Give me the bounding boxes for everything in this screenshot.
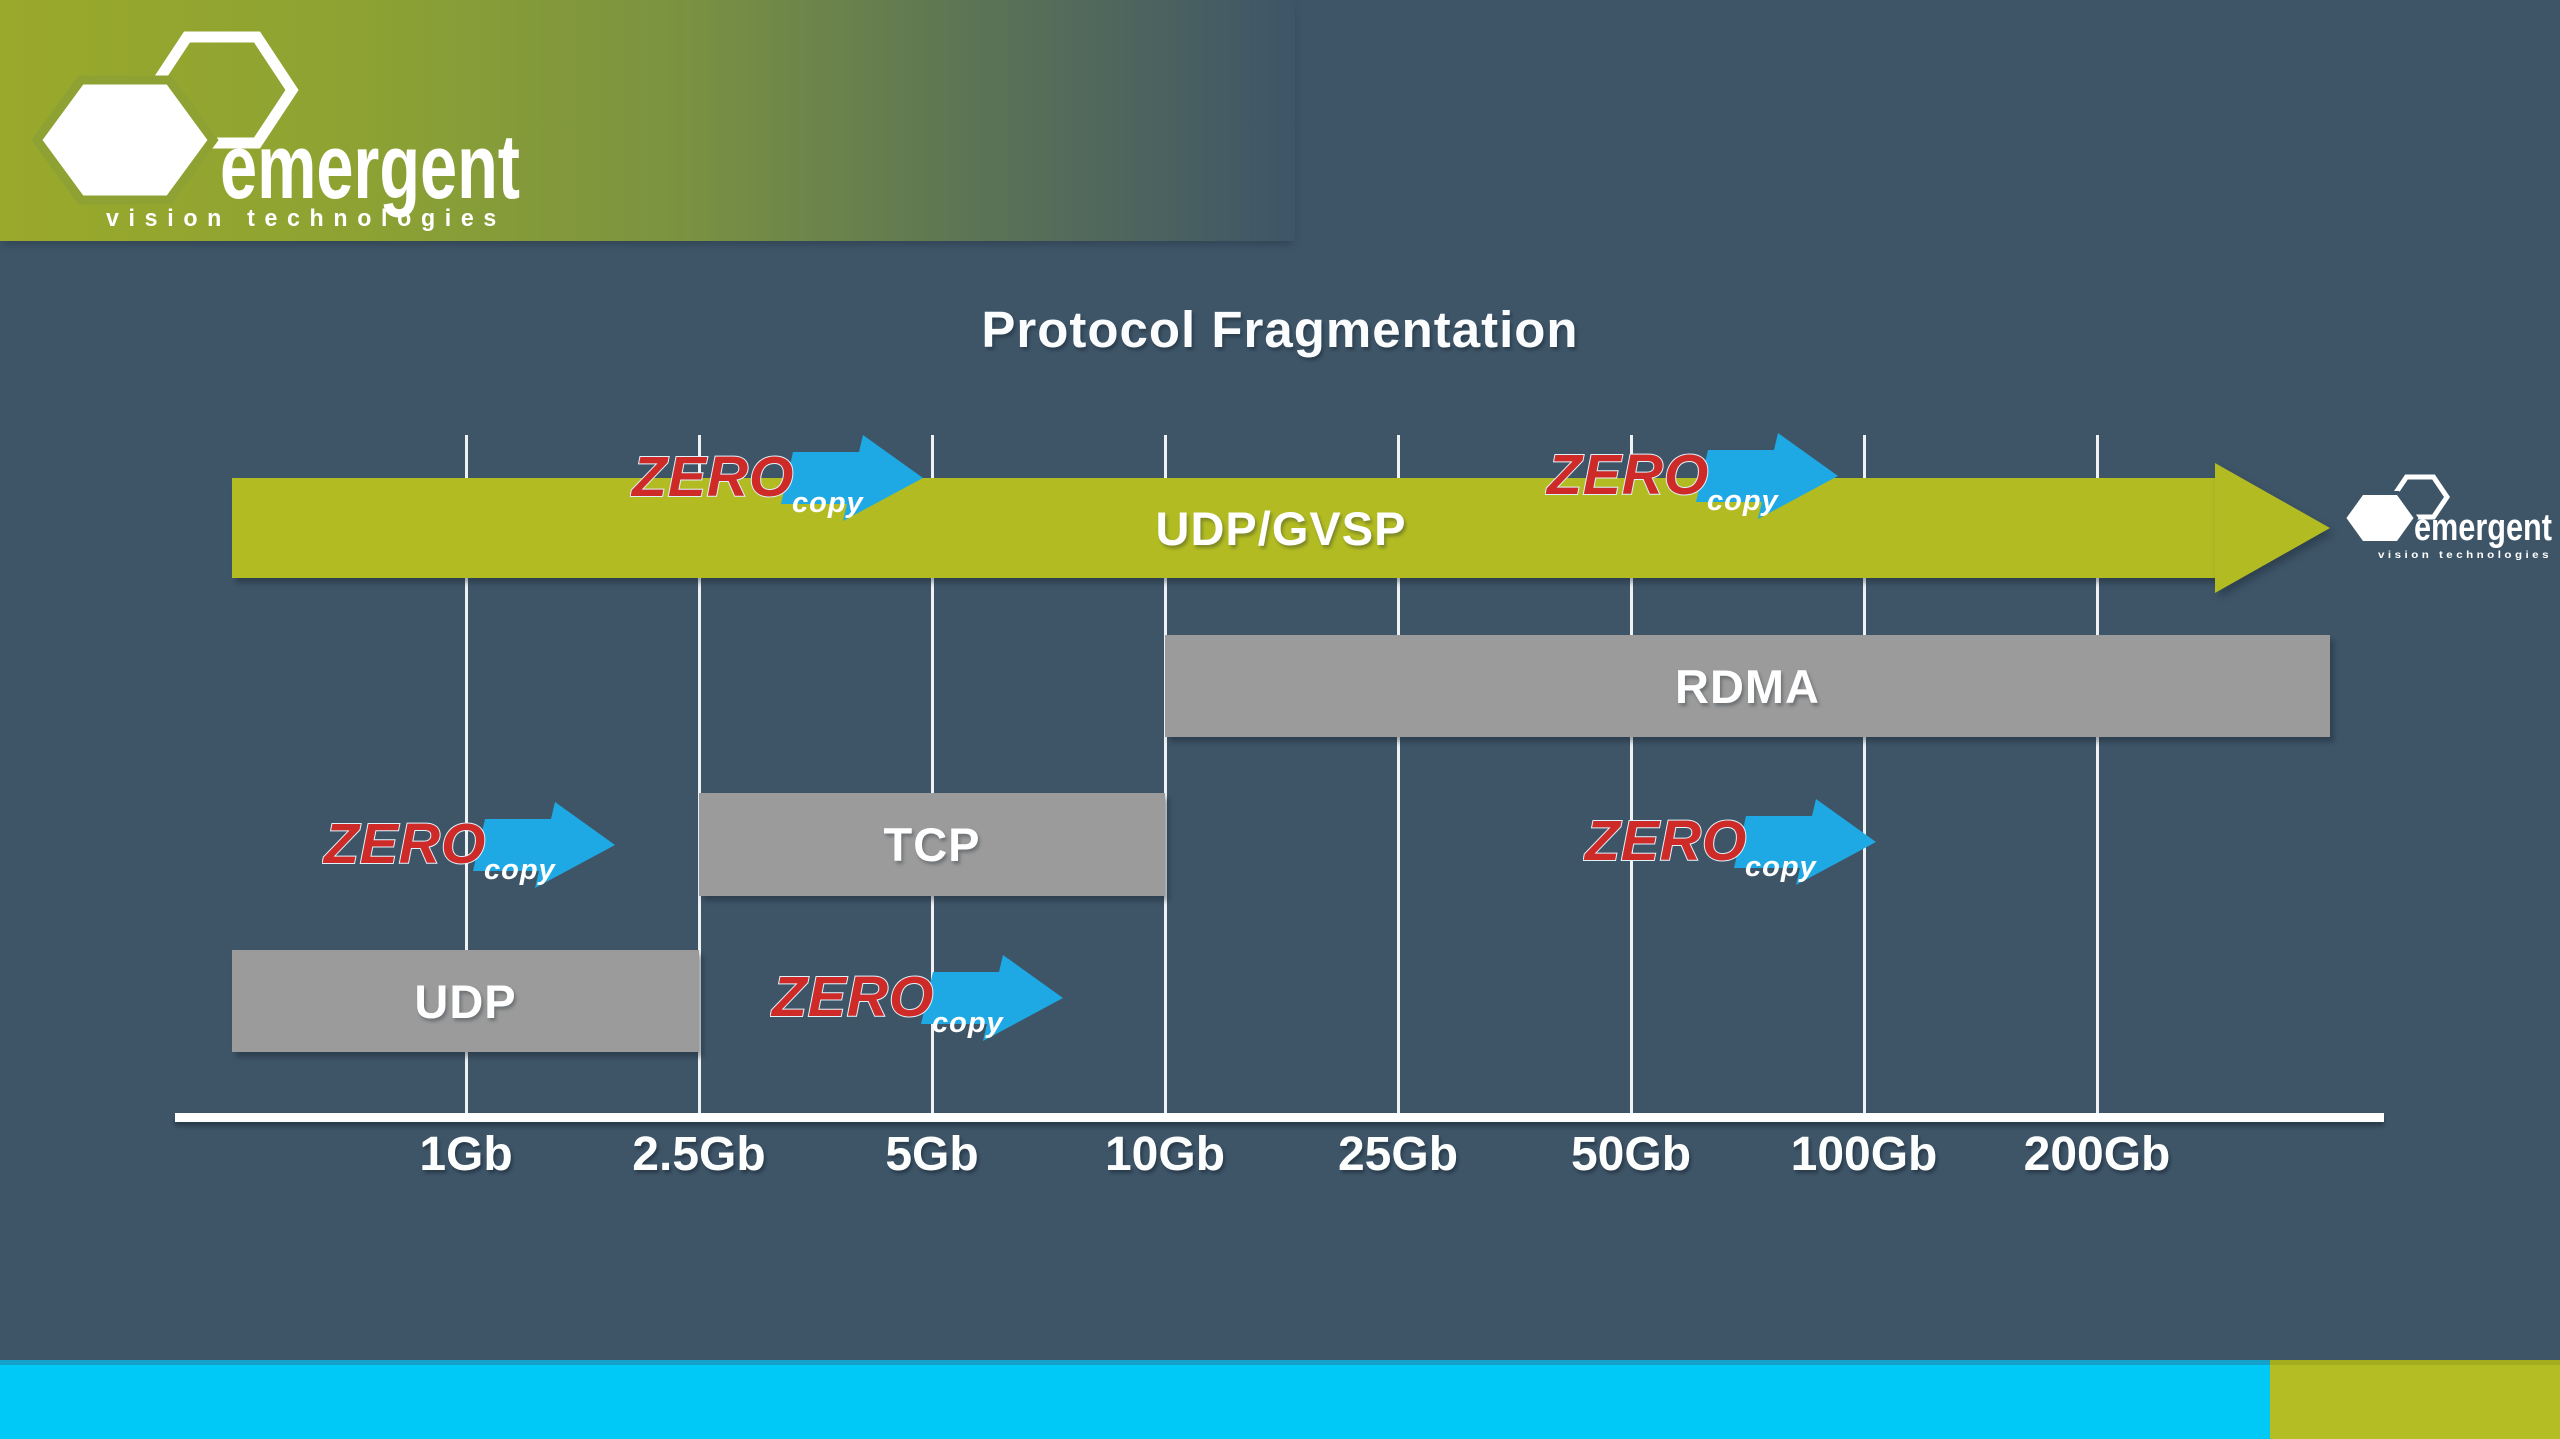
bar-udp-gvsp <box>232 478 2215 578</box>
watermark-tagline: vision technologies <box>2378 550 2552 561</box>
axis-tick-label: 25Gb <box>1337 1128 1459 1181</box>
footer-green-bar <box>2270 1360 2560 1439</box>
gridline <box>1164 435 1167 1119</box>
emergent-logo: emergent vision technologies <box>31 31 520 231</box>
zerocopy-zero-text: ZERO <box>630 445 794 509</box>
zerocopy-zero-text: ZERO <box>1545 443 1709 507</box>
zerocopy-zero-text: ZERO <box>1583 809 1747 873</box>
zerocopy-zero-text: ZERO <box>770 965 934 1029</box>
gridline <box>1630 435 1633 1119</box>
watermark-name: emergent <box>2414 507 2552 549</box>
axis-tick-label: 50Gb <box>1570 1128 1692 1181</box>
zerocopy-arrow-icon <box>473 802 615 888</box>
axis-tick-label: 1Gb <box>419 1128 513 1181</box>
x-axis-line <box>175 1113 2384 1122</box>
zerocopy-arrow-icon <box>921 955 1063 1041</box>
gridline <box>1863 435 1866 1119</box>
zerocopy-copy-text: copy <box>1707 485 1780 517</box>
zerocopy-logo: ZERO copy <box>1583 799 1876 885</box>
axis-tick-label: 200Gb <box>2023 1128 2171 1181</box>
axis-tick-label: 5Gb <box>885 1128 979 1181</box>
zerocopy-arrow-icon <box>781 435 923 521</box>
gridline <box>698 435 701 1119</box>
zerocopy-logo: ZERO copy <box>770 955 1063 1041</box>
emergent-watermark-logo: emergent vision technologies <box>2341 474 2552 561</box>
hexagon-icon <box>2341 491 2419 545</box>
brand-tagline: vision technologies <box>106 205 506 231</box>
zerocopy-copy-text: copy <box>792 487 865 519</box>
zerocopy-copy-text: copy <box>484 854 557 886</box>
zerocopy-copy-text: copy <box>1745 851 1818 883</box>
bar-tcp <box>699 793 1165 896</box>
bar-udp-gvsp-arrowhead <box>2215 463 2330 593</box>
axis-tick-label: 10Gb <box>1104 1128 1226 1181</box>
zerocopy-logo: ZERO copy <box>1545 433 1838 519</box>
zerocopy-arrow-icon <box>1696 433 1838 519</box>
zerocopy-copy-text: copy <box>932 1007 1005 1039</box>
axis-tick-label: 2.5Gb <box>632 1128 766 1181</box>
axis-tick-label: 100Gb <box>1790 1128 1938 1181</box>
zerocopy-zero-text: ZERO <box>322 812 486 876</box>
bar-rdma <box>1165 635 2330 737</box>
gridline <box>465 435 468 1119</box>
bar-udp <box>232 950 699 1052</box>
zerocopy-logo: ZERO copy <box>630 435 923 521</box>
brand-name: emergent <box>220 116 520 218</box>
hexagon-icon <box>31 75 219 205</box>
zerocopy-logo: ZERO copy <box>322 802 615 888</box>
gridline <box>931 435 934 1119</box>
gridline <box>1397 435 1400 1119</box>
page-title: Protocol Fragmentation <box>981 301 1579 358</box>
zerocopy-arrow-icon <box>1734 799 1876 885</box>
gridline <box>2096 435 2099 1119</box>
footer-cyan-bar <box>0 1360 2270 1439</box>
